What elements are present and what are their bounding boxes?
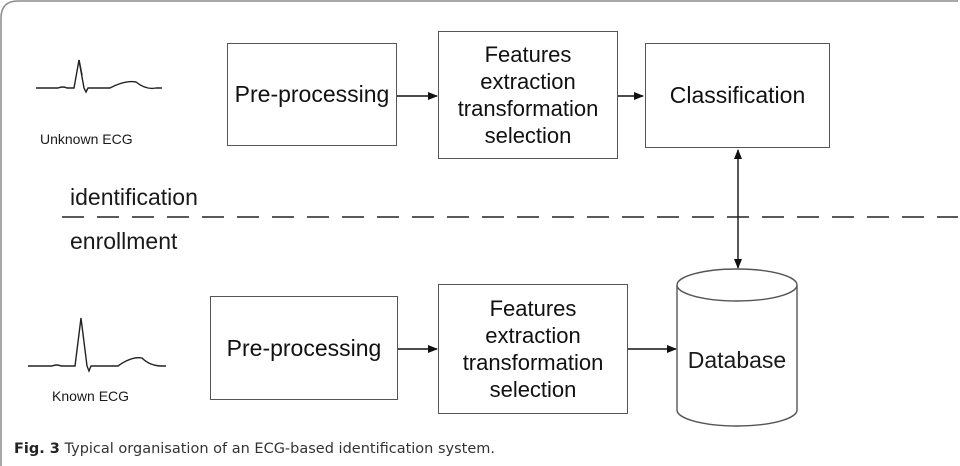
enrollment-label: enrollment bbox=[70, 228, 178, 254]
top-features-box: Features extraction transformation selec… bbox=[438, 31, 618, 159]
top-preprocessing-box: Pre-processing bbox=[227, 43, 397, 146]
bottom-features-line: Features bbox=[489, 296, 577, 321]
database-cylinder bbox=[676, 268, 798, 427]
classification-box: Classification bbox=[645, 43, 830, 148]
bottom-features-line: transformation bbox=[462, 350, 604, 375]
top-preprocessing-label: Pre-processing bbox=[234, 81, 390, 107]
figure-caption: Fig. 3 Typical organisation of an ECG-ba… bbox=[14, 441, 495, 457]
bottom-features-line: extraction bbox=[485, 323, 581, 348]
bottom-preprocessing-box: Pre-processing bbox=[210, 296, 398, 400]
bottom-features-box: Features extraction transformation selec… bbox=[438, 284, 628, 414]
top-features-line: selection bbox=[484, 123, 572, 148]
classification-label: Classification bbox=[669, 82, 806, 108]
known-ecg-waveform bbox=[28, 317, 166, 373]
unknown-ecg-waveform bbox=[36, 59, 162, 94]
top-features-line: Features bbox=[484, 42, 572, 67]
figure-caption-prefix: Fig. 3 bbox=[14, 441, 60, 457]
top-features-line: transformation bbox=[457, 96, 599, 121]
known-ecg-label: Known ECG bbox=[52, 388, 130, 404]
bottom-preprocessing-label: Pre-processing bbox=[226, 334, 382, 361]
database-label: Database bbox=[687, 347, 787, 373]
identification-label: identification bbox=[70, 184, 198, 210]
unknown-ecg-label: Unknown ECG bbox=[40, 131, 133, 147]
top-features-line: extraction bbox=[480, 69, 576, 94]
figure-caption-text: Typical organisation of an ECG-based ide… bbox=[64, 441, 495, 457]
bottom-features-line: selection bbox=[489, 377, 577, 402]
